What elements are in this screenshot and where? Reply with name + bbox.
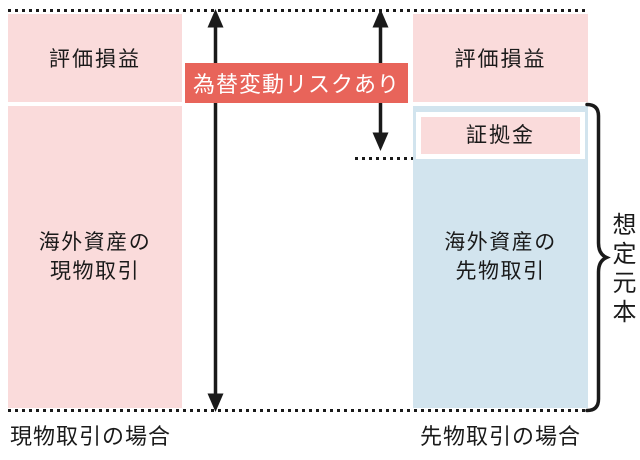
fx-risk-label: 為替変動リスクあり [192, 72, 400, 97]
left-valuation-label: 評価損益 [49, 48, 141, 71]
right-valuation-box: 評価損益 [413, 14, 588, 102]
left-spot-trading-box: 海外資産の 現物取引 [8, 106, 182, 408]
right-futures-trading-box: 証拠金 海外資産の 先物取引 [413, 106, 588, 408]
fx-risk-badge: 為替変動リスクあり [185, 63, 408, 103]
spot-trading-caption: 現物取引の場合 [10, 424, 172, 449]
left-valuation-box: 評価損益 [8, 14, 182, 102]
left-spot-trading-label: 海外資産の 現物取引 [38, 231, 152, 283]
notional-principal-label: 想定元本 [608, 212, 635, 328]
margin-label: 証拠金 [466, 124, 535, 147]
right-futures-trading-label: 海外資産の 先物取引 [444, 231, 557, 283]
right-valuation-label: 評価損益 [454, 48, 547, 71]
futures-trading-caption: 先物取引の場合 [419, 424, 581, 449]
margin-box: 証拠金 [416, 112, 585, 159]
